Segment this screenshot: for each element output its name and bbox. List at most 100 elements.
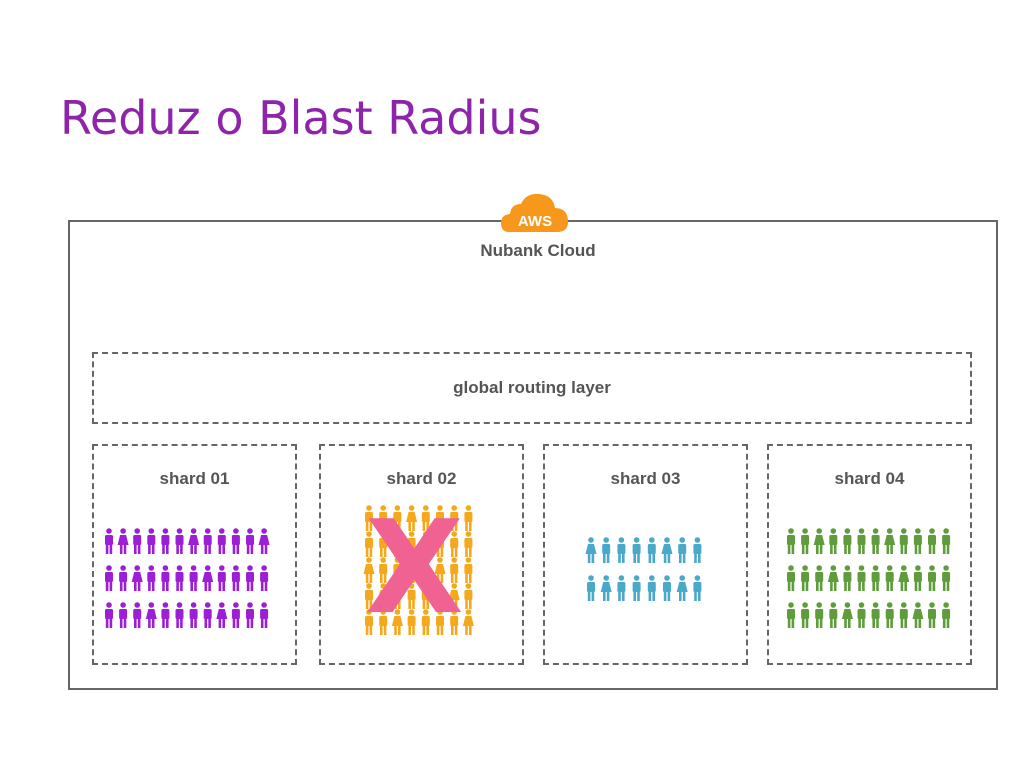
shard-04-users — [787, 528, 951, 628]
person-icon — [663, 575, 671, 601]
person-icon — [450, 609, 459, 635]
person-icon — [406, 505, 418, 531]
person-icon — [600, 575, 612, 601]
person-icon — [647, 575, 656, 601]
person-icon — [942, 528, 951, 554]
person-icon — [585, 537, 597, 563]
person-icon — [841, 602, 853, 628]
person-icon — [393, 505, 402, 531]
person-icon — [393, 557, 402, 583]
person-icon — [145, 602, 157, 628]
person-icon — [801, 602, 810, 628]
person-icon — [857, 602, 866, 628]
person-icon — [119, 565, 128, 591]
person-icon — [246, 565, 254, 591]
person-icon — [617, 537, 626, 563]
person-icon — [407, 583, 416, 609]
person-icon — [363, 557, 375, 583]
person-icon — [829, 602, 838, 628]
person-icon — [898, 565, 910, 591]
person-icon — [661, 537, 673, 563]
person-icon — [161, 565, 170, 591]
person-icon — [421, 557, 430, 583]
person-icon — [450, 505, 459, 531]
person-icon — [450, 557, 459, 583]
person-icon — [871, 602, 880, 628]
routing-layer-label: global routing layer — [453, 378, 611, 397]
person-icon — [189, 565, 198, 591]
person-icon — [450, 531, 459, 557]
person-icon — [379, 505, 388, 531]
person-icon — [464, 557, 473, 583]
shard-02-box: shard 02 — [319, 444, 524, 665]
person-icon — [815, 565, 824, 591]
person-icon — [365, 505, 373, 531]
shard-03-box: shard 03 — [543, 444, 748, 665]
shard-02-label: shard 02 — [386, 469, 457, 488]
person-icon — [365, 531, 373, 557]
person-icon — [407, 531, 416, 557]
person-icon — [942, 602, 951, 628]
person-icon — [843, 528, 852, 554]
shard-03-label: shard 03 — [610, 469, 681, 488]
person-icon — [216, 602, 228, 628]
person-icon — [787, 528, 795, 554]
person-icon — [258, 528, 270, 554]
person-icon — [393, 531, 402, 557]
person-icon — [871, 528, 880, 554]
person-icon — [421, 609, 430, 635]
shard-01-users — [105, 528, 270, 628]
person-icon — [813, 528, 825, 554]
person-icon — [464, 583, 473, 609]
person-icon — [885, 565, 894, 591]
aws-cloud-icon: AWS — [501, 193, 569, 232]
person-icon — [231, 528, 240, 554]
person-icon — [105, 528, 113, 554]
person-icon — [632, 575, 641, 601]
person-icon — [436, 531, 444, 557]
person-icon — [175, 565, 184, 591]
person-icon — [421, 505, 430, 531]
person-icon — [147, 528, 156, 554]
person-icon — [147, 565, 156, 591]
person-icon — [857, 565, 866, 591]
person-icon — [436, 505, 444, 531]
person-icon — [188, 528, 200, 554]
person-icon — [942, 565, 951, 591]
person-icon — [843, 565, 852, 591]
person-icon — [913, 565, 922, 591]
person-icon — [203, 528, 212, 554]
person-icon — [133, 528, 142, 554]
person-icon — [928, 528, 936, 554]
global-routing-layer: global routing layer — [92, 352, 972, 424]
person-icon — [175, 528, 184, 554]
person-icon — [693, 537, 702, 563]
person-icon — [632, 537, 641, 563]
person-icon — [617, 575, 626, 601]
person-icon — [231, 602, 240, 628]
person-icon — [801, 528, 810, 554]
person-icon — [377, 583, 389, 609]
person-icon — [899, 602, 908, 628]
person-icon — [464, 505, 473, 531]
person-icon — [365, 583, 373, 609]
person-icon — [829, 528, 838, 554]
person-icon — [827, 565, 839, 591]
person-icon — [787, 565, 795, 591]
person-icon — [202, 565, 214, 591]
person-icon — [857, 528, 866, 554]
shard-02-failure-mark: X — [365, 494, 464, 643]
person-icon — [448, 583, 460, 609]
person-icon — [217, 565, 226, 591]
person-icon — [678, 537, 687, 563]
person-icon — [928, 565, 936, 591]
person-icon — [231, 565, 240, 591]
person-icon — [379, 609, 388, 635]
person-icon — [119, 602, 128, 628]
person-icon — [407, 557, 416, 583]
person-icon — [815, 602, 824, 628]
person-icon — [602, 537, 611, 563]
person-icon — [246, 602, 254, 628]
person-icon — [217, 528, 226, 554]
